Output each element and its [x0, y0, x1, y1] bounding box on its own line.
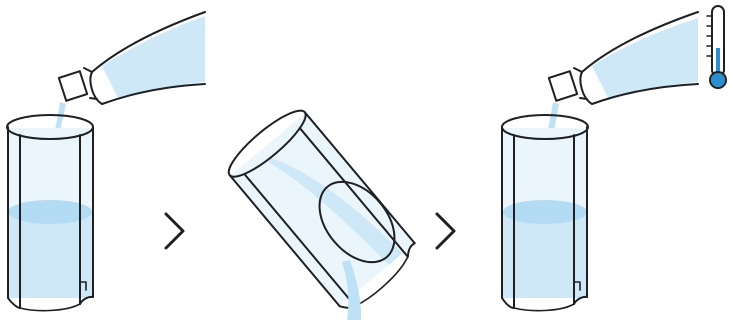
bottle-icon: [547, 11, 699, 105]
bottle-icon: [57, 11, 206, 105]
tilted-glass-icon: [227, 109, 416, 309]
step-1-pour-icon: [6, 11, 206, 312]
glass-icon: [6, 114, 94, 312]
tilted-glass-mouth: [318, 180, 396, 264]
drain-stream-icon: [342, 260, 362, 320]
step-2-drain-icon: [227, 109, 416, 309]
glass-icon: [501, 114, 589, 312]
step-3-pour-icon: [501, 5, 727, 312]
thermometer-icon: [706, 5, 727, 89]
chevron-right-icon: [435, 212, 456, 250]
chevron-right-icon: [164, 212, 185, 250]
